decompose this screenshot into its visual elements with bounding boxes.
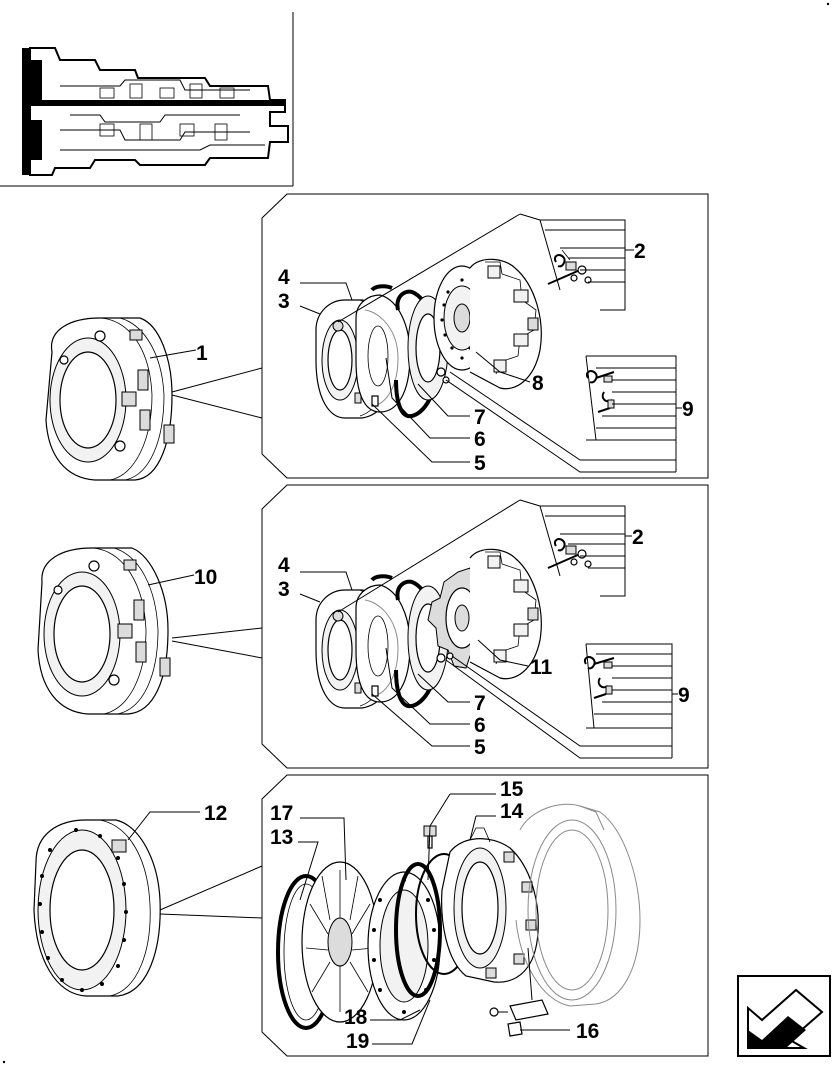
callout-4b: 4 — [278, 554, 290, 577]
callout-6a: 6 — [474, 428, 486, 451]
callout-2a: 2 — [634, 240, 646, 263]
hardware-group-part-2 — [547, 249, 592, 285]
hardware-group-part-2b — [547, 538, 592, 569]
callout-12: 12 — [204, 802, 227, 825]
diaphragm-spring-part-17 — [301, 861, 379, 1023]
callout-8: 8 — [532, 372, 544, 395]
bracket-part-16 — [489, 999, 549, 1037]
callout-3b: 3 — [278, 578, 290, 601]
friction-disc-part-6 — [355, 294, 411, 413]
cover-housing-part-14 — [441, 827, 539, 983]
callout-18: 18 — [344, 1006, 368, 1029]
callout-4a: 4 — [278, 266, 290, 289]
callout-3a: 3 — [278, 290, 290, 313]
callout-19: 19 — [346, 1030, 369, 1053]
section-flywheel-assembly-12: 12 — [33, 774, 709, 1057]
clutch-assembly-part-1 — [45, 317, 175, 481]
callout-7a: 7 — [474, 406, 486, 429]
callout-2b: 2 — [632, 526, 644, 549]
callout-7b: 7 — [474, 692, 486, 715]
bell-housing-ghost — [515, 803, 641, 1007]
flywheel-part-12 — [33, 819, 161, 997]
callout-1: 1 — [196, 342, 208, 365]
callout-9b: 9 — [678, 684, 690, 707]
clutch-assembly-part-10 — [37, 547, 171, 715]
callout-16: 16 — [576, 1020, 599, 1043]
hardware-group-part-9b — [584, 656, 615, 699]
back-arrow-icon — [747, 988, 824, 1049]
callout-6b: 6 — [474, 714, 486, 737]
locator-thumbnail — [0, 12, 294, 187]
section-clutch-assembly-10: 10 — [37, 484, 709, 769]
hardware-group-part-9 — [586, 370, 615, 413]
callout-10: 10 — [194, 566, 217, 589]
callout-9a: 9 — [682, 398, 694, 421]
callout-17: 17 — [270, 802, 293, 825]
callout-15: 15 — [500, 778, 524, 801]
callout-14: 14 — [500, 800, 524, 823]
callout-5a: 5 — [474, 452, 486, 475]
callout-13: 13 — [270, 826, 293, 849]
cover-plate-part-10b — [469, 548, 542, 680]
callout-11: 11 — [530, 656, 553, 679]
section-clutch-assembly-1: 1 — [45, 193, 709, 481]
callout-5b: 5 — [474, 736, 486, 759]
back-arrow-button[interactable] — [737, 975, 831, 1057]
cover-plate-part-1b — [469, 258, 542, 390]
spacer-ring-part-18 — [367, 871, 441, 1021]
friction-disc-part-6b — [355, 584, 411, 703]
